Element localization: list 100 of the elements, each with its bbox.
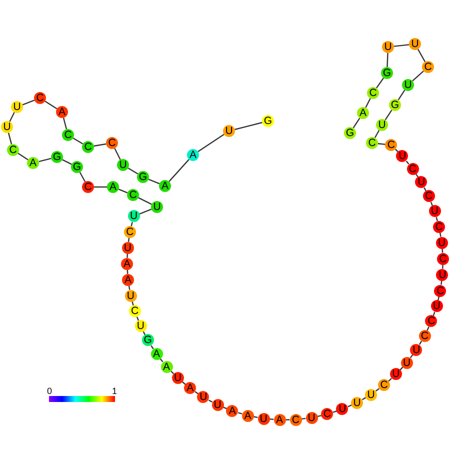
nucleotide-circle: A <box>187 149 199 161</box>
nucleotide-circle: A <box>56 106 68 118</box>
nucleotide-circle: A <box>121 258 133 270</box>
nucleotide-circle: A <box>27 157 39 169</box>
nucleotide-circle: C <box>378 379 390 392</box>
backbone-line <box>442 264 444 269</box>
nucleotide-circle: U <box>11 101 23 113</box>
nucleotide-circle: C <box>425 315 438 328</box>
backbone-line <box>9 112 15 122</box>
nucleotide-circle: U <box>364 388 377 401</box>
nucleotide-circle: A <box>184 382 196 394</box>
nucleotide-circle: U <box>223 125 235 137</box>
backbone-line <box>94 186 107 188</box>
backbone-line <box>150 345 154 350</box>
nucleotide-circle: G <box>381 67 393 79</box>
nucleotide-circle: A <box>226 404 238 417</box>
backbone-line <box>436 217 438 222</box>
backbone-line <box>378 143 386 145</box>
backbone-line <box>365 98 371 108</box>
backbone-line <box>384 110 392 120</box>
nucleotide-circle: C <box>385 138 398 151</box>
nucleotide-circle: C <box>433 220 446 233</box>
backbone-line <box>208 400 213 403</box>
backbone-line <box>138 197 152 205</box>
nucleotide-circle: C <box>128 305 141 318</box>
nucleotide-circle: U <box>409 38 421 50</box>
nucleotide-circle: C <box>367 87 379 99</box>
nucleotide-circle: C <box>290 414 302 426</box>
backbone-line <box>238 412 242 414</box>
nucleotide-circle: U <box>212 398 224 411</box>
backbone-line <box>114 148 121 160</box>
backbone-line <box>62 159 72 165</box>
nucleotide-circle: U <box>134 320 147 332</box>
scale-value: 1 <box>112 387 118 396</box>
nucleotide-circle: A <box>274 414 286 426</box>
nucleotide-circle: C <box>422 190 435 202</box>
nucleotide-circle: U <box>124 290 137 302</box>
nucleotide-circle: G <box>71 161 83 173</box>
nucleotide-circle: C <box>7 144 19 156</box>
nucleotide-circle: G <box>142 334 154 346</box>
backbone-line <box>128 238 130 242</box>
backbone-line <box>198 134 224 152</box>
nucleotide-circle: U <box>117 159 129 171</box>
nucleotide-circle: A <box>122 274 134 286</box>
backbone-line <box>18 152 28 160</box>
nucleotide-circle: C <box>321 408 334 420</box>
backbone-line <box>72 138 84 144</box>
nucleotide-circle: C <box>436 252 449 265</box>
nucleotide-circle: G <box>137 171 149 183</box>
nucleotide-circle: A <box>357 107 369 119</box>
nucleotide-circle: G <box>389 99 401 111</box>
nucleotide-circle: U <box>390 368 402 380</box>
nucleotide-circle: U <box>122 242 134 254</box>
nucleotide-circle: A <box>107 181 119 193</box>
backbone-line <box>62 118 68 130</box>
backbone-line <box>168 159 190 182</box>
backbone-line <box>8 132 12 144</box>
backbone-line <box>130 222 133 226</box>
nucleotide-circle: G <box>344 127 356 139</box>
nucleotide-circle: C <box>82 141 94 153</box>
nucleotide-circle: U <box>197 391 210 404</box>
backbone-line <box>44 100 58 110</box>
nucleotide-circle: C <box>62 129 74 141</box>
nucleotide-circle: U <box>402 79 414 91</box>
nucleotide-circle: C <box>422 61 434 73</box>
nucleotide-circle: U <box>382 41 394 53</box>
nucleotide-circle: U <box>336 403 348 416</box>
backbone-line <box>94 143 106 147</box>
backbone-line <box>254 416 258 418</box>
nucleotide-circle: C <box>34 92 46 104</box>
backbone-line <box>418 340 422 345</box>
backbone-line <box>388 378 392 382</box>
nucleotide-circle: C <box>434 284 446 297</box>
backbone-line <box>118 188 128 194</box>
nucleotide-circle: U <box>415 176 428 188</box>
scale-value: 0 <box>47 387 52 396</box>
backbone-line <box>270 418 274 420</box>
nucleotide-circle: C <box>127 189 139 201</box>
nucleotide-circle: A <box>242 410 254 422</box>
nucleotide-circle: C <box>418 330 431 342</box>
nucleotide-circle: U <box>430 300 443 312</box>
nucleotide-circle: U <box>306 412 318 424</box>
nucleotide-circle: C <box>366 137 378 149</box>
backbone-line <box>352 118 360 128</box>
nucleotide-circle: U <box>351 396 364 409</box>
nucleotide-circle: U <box>376 119 388 131</box>
backbone-line <box>38 158 52 162</box>
backbone-line <box>79 172 86 182</box>
nucleotide-circle: U <box>396 150 408 162</box>
backbone-line <box>398 90 406 100</box>
backbone-line <box>136 316 140 321</box>
backbone-line <box>406 160 410 164</box>
backbone-line <box>126 254 128 258</box>
backbone-line <box>139 208 152 215</box>
backbone-line <box>394 44 410 47</box>
backbone-line <box>234 122 262 130</box>
nucleotide-circle: U <box>258 412 270 425</box>
backbone-line <box>286 419 290 420</box>
backbone-line <box>412 70 424 82</box>
backbone-line <box>374 130 380 138</box>
